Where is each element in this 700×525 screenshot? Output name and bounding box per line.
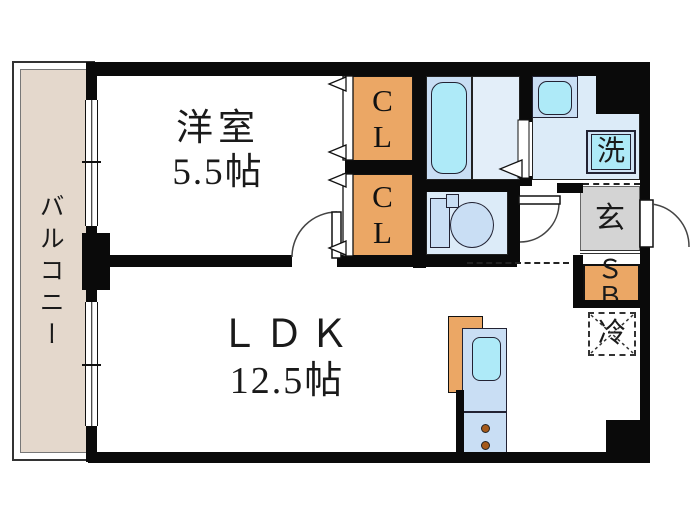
balcony-label: バルコニー — [36, 192, 64, 353]
wall-left-3 — [86, 424, 97, 462]
bathtub — [431, 82, 467, 174]
wall-shoebox-left — [573, 255, 583, 308]
ldk-size: 12.5帖 — [229, 360, 345, 403]
laundry-box-inner: 洗 — [591, 134, 631, 170]
opening-dash-hall — [467, 262, 569, 264]
wall-closet-divider — [345, 160, 426, 174]
shoe-box: ＳＢ — [583, 256, 640, 310]
door-arc-western-room — [291, 211, 338, 258]
wall-corridor-left — [508, 183, 520, 263]
wall-right-lower — [640, 245, 650, 462]
wash-basin-bowl — [538, 81, 572, 115]
wall-bath-wash-lower — [520, 176, 532, 186]
door-leaf-washroom — [518, 195, 561, 205]
stove-burner — [481, 424, 490, 433]
window-tick — [82, 364, 101, 366]
door-leaf-western-room — [331, 211, 342, 259]
closet-door-triangle — [327, 144, 347, 160]
closet-lower-label: CL — [372, 179, 393, 250]
door-leaf-entrance — [639, 199, 654, 248]
wall-pipe-space — [596, 62, 650, 114]
wall-bath-toilet — [426, 180, 520, 192]
bathroom-floor — [472, 76, 520, 180]
ldk-name: ＬＤＫ — [219, 312, 355, 356]
wall-kitchen-stub — [456, 390, 464, 454]
wall-left-1 — [86, 62, 97, 102]
opening-dash-washroom — [583, 183, 640, 185]
closet-lower: CL — [351, 173, 414, 257]
toilet-tank — [430, 198, 450, 248]
door-arc-entrance — [651, 203, 690, 248]
kitchen-divider — [462, 411, 507, 413]
closet-door-triangle — [327, 76, 347, 92]
door-arc-washroom — [519, 202, 560, 243]
window-western-room — [85, 100, 98, 226]
closet-door-triangle — [327, 172, 347, 188]
entrance-area: 玄 — [580, 186, 640, 252]
wall-right-upper — [640, 62, 650, 202]
closet-upper: CL — [351, 75, 414, 163]
toilet-bowl — [450, 202, 494, 248]
stove-burner — [481, 441, 490, 450]
toilet-button — [446, 194, 459, 208]
wall-bottom — [88, 452, 650, 463]
kitchen-sink — [472, 337, 501, 381]
wall-top — [88, 62, 650, 76]
laundry-box: 洗 — [586, 130, 636, 174]
entrance-step-line — [580, 250, 640, 254]
refrigerator-space: 冷 — [588, 312, 636, 356]
wall-room-divider-east — [337, 255, 517, 267]
window-tick — [82, 161, 101, 163]
wall-room-divider-west — [88, 255, 292, 267]
western-room-name: 洋室 — [176, 107, 260, 149]
western-room-size: 5.5帖 — [172, 151, 264, 193]
wall-corner-column — [606, 420, 650, 462]
closet-door-triangle — [327, 240, 347, 256]
wall-shoebox-bottom — [573, 300, 650, 308]
wall-wash-corridor — [557, 183, 583, 193]
wall-bath-wash-upper — [520, 62, 532, 122]
closet-upper-label: CL — [372, 83, 393, 154]
balcony-floor — [20, 69, 88, 453]
